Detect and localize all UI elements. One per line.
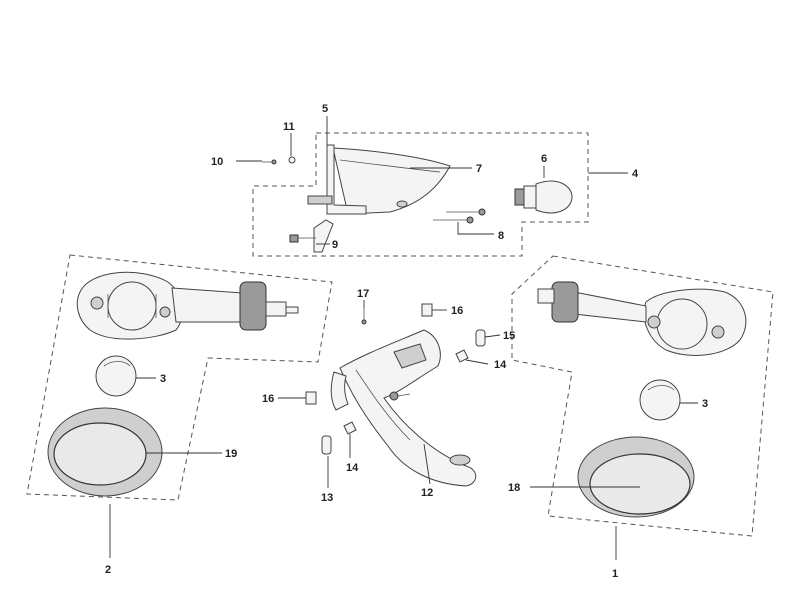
- callout-11: 11: [283, 121, 295, 133]
- clip-16-left: [305, 391, 317, 405]
- bolt-fender: [389, 391, 411, 401]
- reflector-15: [475, 329, 486, 347]
- callout-3-left: 3: [160, 373, 166, 385]
- left-indicator-body: [76, 271, 299, 340]
- callout-4: 4: [632, 168, 639, 180]
- left-indicator-group-boundary: [26, 254, 333, 501]
- callout-9: 9: [332, 239, 338, 251]
- callout-16-left: 16: [262, 393, 274, 405]
- callout-12: 12: [421, 487, 433, 499]
- callout-10: 10: [211, 156, 223, 168]
- callout-2: 2: [105, 564, 111, 576]
- screw-17: [361, 308, 367, 325]
- leader-lines: [109, 116, 698, 560]
- right-indicator-body: [537, 281, 747, 356]
- screw-10: [262, 159, 277, 165]
- license-bracket-12: [330, 329, 477, 487]
- callout-7: 7: [476, 163, 482, 175]
- screw-8: [433, 208, 486, 224]
- callout-3-right: 3: [702, 398, 708, 410]
- bolt-9: [289, 234, 316, 243]
- callout-1: 1: [612, 568, 618, 580]
- washer-11: [288, 156, 296, 164]
- callout-15: 15: [503, 330, 515, 342]
- rear-light-housing: [332, 147, 451, 215]
- bulb-3-right: [639, 379, 681, 421]
- callout-14-right: 14: [494, 359, 507, 371]
- callout-5: 5: [322, 103, 328, 115]
- reflector-13: [321, 435, 332, 455]
- callout-13: 13: [321, 492, 333, 504]
- callout-14-left: 14: [346, 462, 359, 474]
- lens-18: [577, 436, 695, 518]
- lens-19: [47, 407, 163, 497]
- rear-light-group-boundary: [252, 132, 589, 257]
- callout-18: 18: [508, 482, 520, 494]
- nut-14-left: [343, 421, 357, 435]
- callout-6: 6: [541, 153, 547, 165]
- callout-17: 17: [357, 288, 369, 300]
- callout-19: 19: [225, 448, 237, 460]
- bulb-6: [514, 180, 573, 214]
- right-indicator-group-boundary: [511, 255, 774, 537]
- nut-14-right: [455, 349, 469, 363]
- callout-16-top: 16: [451, 305, 463, 317]
- bulb-3-left: [95, 355, 137, 397]
- clip-16-top: [421, 303, 433, 317]
- callout-8: 8: [498, 230, 504, 242]
